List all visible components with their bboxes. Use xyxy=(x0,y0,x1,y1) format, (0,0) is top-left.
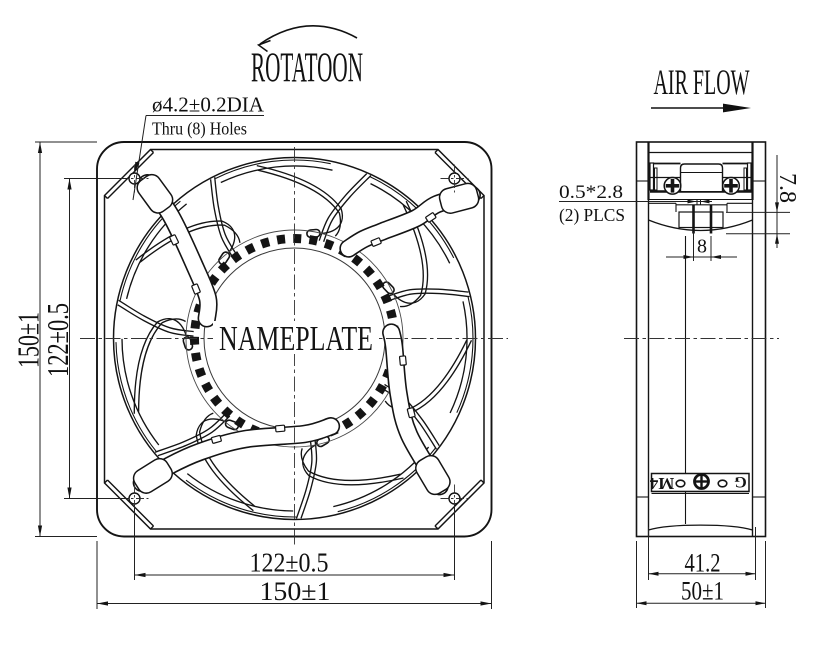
svg-text:G: G xyxy=(734,473,747,490)
svg-text:0.5*2.8: 0.5*2.8 xyxy=(559,182,623,203)
svg-text:Thru (8) Holes: Thru (8) Holes xyxy=(152,119,247,139)
svg-text:8: 8 xyxy=(697,236,707,258)
svg-text:NAMEPLATE: NAMEPLATE xyxy=(219,319,373,358)
svg-text:7.8: 7.8 xyxy=(774,173,800,203)
svg-text:AIR FLOW: AIR FLOW xyxy=(654,62,750,102)
svg-text:122±0.5: 122±0.5 xyxy=(40,303,75,377)
svg-text:ø4.2±0.2DIA: ø4.2±0.2DIA xyxy=(152,93,264,117)
svg-text:50±1: 50±1 xyxy=(681,577,724,606)
svg-text:122±0.5: 122±0.5 xyxy=(250,548,329,578)
svg-text:150±1: 150±1 xyxy=(260,577,331,606)
svg-text:150±1: 150±1 xyxy=(11,312,46,368)
svg-text:M4: M4 xyxy=(649,474,674,493)
svg-text:41.2: 41.2 xyxy=(685,549,721,578)
svg-text:(2) PLCS: (2) PLCS xyxy=(559,205,625,226)
svg-text:ROTATOON: ROTATOON xyxy=(251,46,363,92)
